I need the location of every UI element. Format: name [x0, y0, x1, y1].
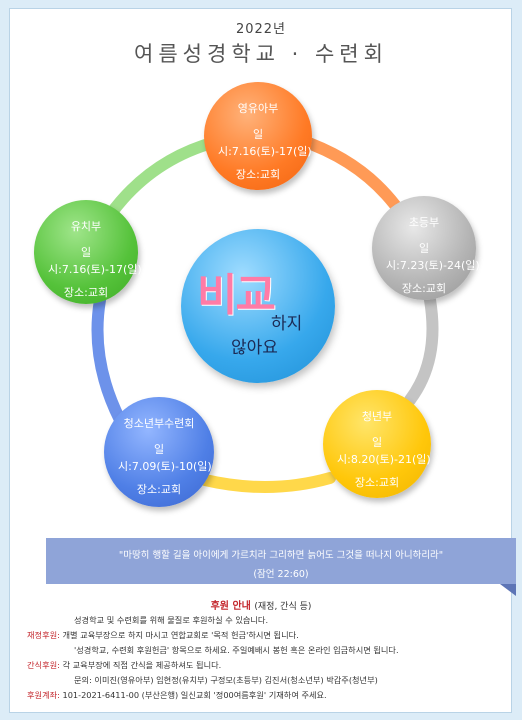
- dept-date: 일시:7.23(토)-24(일): [386, 242, 480, 272]
- slogan-line1: 하지: [271, 314, 303, 334]
- dept-place: 장소:교회: [401, 282, 447, 295]
- support-title: 후원 안내 (재정, 간식 등): [210, 601, 312, 612]
- slogan-big: 비교: [197, 270, 276, 321]
- verse-quote: "마땅히 행할 길을 아이에게 가르치라 그리하면 늙어도 그것을 떠나지 아니…: [118, 550, 444, 561]
- dept-circle-infant: 영유아부 일시:7.16(토)-17(일) 장소:교회: [204, 82, 312, 190]
- snack-text: 각 교육부장에 직접 간식을 제공하셔도 됩니다.: [62, 660, 222, 670]
- ring-arc-orange: [294, 134, 401, 211]
- support-subtitle: (재정, 간식 등): [254, 602, 312, 612]
- center-slogan-circle: 비교 하지 않아요: [181, 229, 335, 383]
- dept-circle-elementary: 초등부 일시:7.23(토)-24(일) 장소:교회: [372, 196, 480, 300]
- dept-place: 장소:교회: [136, 483, 182, 496]
- dept-name: 초등부: [408, 216, 440, 229]
- dept-place: 장소:교회: [354, 476, 400, 489]
- dept-date: 일시:7.09(토)-10(일): [118, 443, 212, 473]
- ring-arc-gray: [404, 294, 439, 406]
- dept-name: 청소년부수련회: [123, 417, 195, 430]
- year-label: 2022년: [235, 22, 287, 37]
- dept-date: 일시:8.20(토)-21(일): [337, 436, 431, 466]
- finance-row: 재정후원: 개별 교육부장으로 하지 마시고 연합교회로 '목적 헌금'하시면 …: [27, 629, 299, 641]
- dept-circle-teen: 청소년부수련회 일시:7.09(토)-10(일) 장소:교회: [104, 397, 214, 507]
- finance-text: 개별 교육부장으로 하지 마시고 연합교회로 '목적 헌금'하시면 됩니다.: [62, 630, 299, 640]
- account-text: 101-2021-6411-00 (부산은행) 일신교회 '정00여름후원' 기…: [62, 690, 327, 700]
- dept-name: 유치부: [70, 220, 102, 233]
- poster-title: 여름성경학교 · 수련회: [134, 42, 388, 66]
- slogan-line2: 않아요: [231, 338, 278, 358]
- dept-circle-kinder: 유치부 일시:7.16(토)-17(일) 장소:교회: [34, 200, 142, 304]
- snack-label: 간식후원:: [27, 660, 60, 670]
- dept-place: 장소:교회: [63, 286, 109, 299]
- verse-reference: (잠언 22:60): [253, 569, 309, 580]
- banner-fold: [500, 584, 516, 596]
- verse-banner: "마땅히 행할 길을 아이에게 가르치라 그리하면 늙어도 그것을 떠나지 아니…: [46, 538, 516, 584]
- snack-row: 간식후원: 각 교육부장에 직접 간식을 제공하셔도 됩니다.: [27, 659, 221, 671]
- ring-arc-blue: [91, 294, 126, 426]
- dept-date: 일시:7.16(토)-17(일): [218, 128, 312, 158]
- ring-arc-yellow: [199, 472, 336, 493]
- finance-text2: '성경학교, 수련회 후원헌금' 항목으로 하세요. 주일예배시 봉헌 혹은 온…: [74, 645, 399, 655]
- dept-name: 청년부: [361, 410, 393, 423]
- account-row: 후원계좌: 101-2021-6411-00 (부산은행) 일신교회 '정00여…: [27, 689, 327, 701]
- contact-line: 문의: 이미진(영유아부) 임현정(유치부) 구정모(초등부) 김진서(청소년부…: [74, 675, 378, 685]
- dept-name: 영유아부: [237, 102, 279, 115]
- dept-place: 장소:교회: [235, 168, 281, 181]
- finance-label: 재정후원:: [27, 630, 60, 640]
- dept-date: 일시:7.16(토)-17(일): [48, 246, 142, 276]
- ring-arc-green: [104, 136, 221, 221]
- support-intro: 성경학교 및 수련회를 위해 물질로 후원하실 수 있습니다.: [74, 615, 269, 625]
- account-label: 후원계좌:: [27, 690, 60, 700]
- dept-circle-youth: 청년부 일시:8.20(토)-21(일) 장소:교회: [323, 390, 431, 498]
